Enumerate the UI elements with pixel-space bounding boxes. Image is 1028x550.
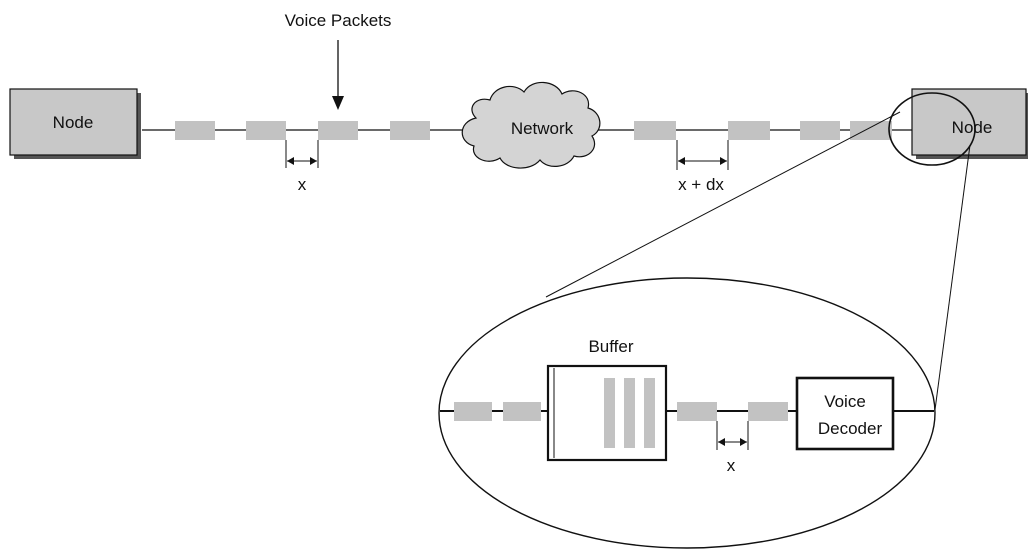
voice-packet [246,121,286,140]
buffered-packet [624,378,635,448]
voice-packet [454,402,492,421]
voice-packets-label: Voice Packets [285,11,392,30]
spacing-decoded-label: x [727,456,736,475]
buffered-packet [644,378,655,448]
voice-packet [850,121,892,140]
buffer-label: Buffer [588,337,633,356]
dimension-arrow-icon [716,421,749,450]
voice-packet [800,121,840,140]
node-right-label: Node [952,118,993,137]
voice-packet [318,121,358,140]
buffer-box [546,364,668,462]
voice-packet [748,402,788,421]
decoder-label-line1: Voice [824,392,866,411]
voice-decoder-box: Voice Decoder [795,376,895,451]
cloud-icon [461,81,601,169]
zoom-focus-ring [888,92,976,166]
zoom-line-right [932,144,971,426]
network-label: Network [511,119,574,138]
dimension-arrow-icon [285,140,319,168]
zoom-line-left [545,111,901,298]
voice-packet [728,121,770,140]
arrow-down-icon [332,40,344,110]
node-right: Node [911,88,1028,159]
spacing-in-label: x [298,175,307,194]
buffered-packet [604,378,615,448]
voice-packet [503,402,541,421]
voice-packet [677,402,717,421]
spacing-out-label: x + dx [678,175,724,194]
decoder-label-line2: Decoder [818,419,883,438]
node-left-label: Node [53,113,94,132]
voice-packet [634,121,676,140]
node-left: Node [9,88,141,159]
voice-packet [175,121,215,140]
dimension-arrow-icon [676,140,729,170]
voice-packet [390,121,430,140]
